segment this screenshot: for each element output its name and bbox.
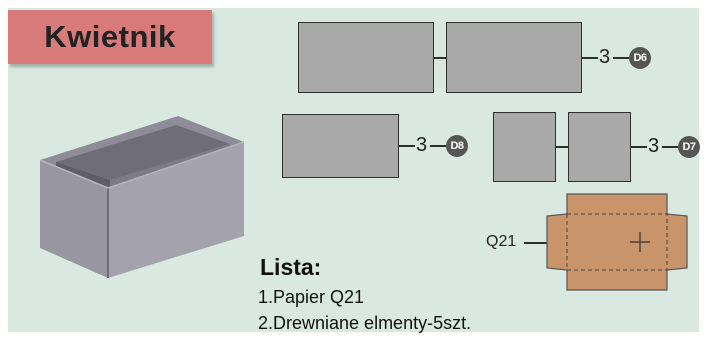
- d8-badge: D8: [446, 135, 468, 157]
- d7-panel-right: [568, 112, 631, 182]
- list-heading: Lista:: [260, 254, 322, 280]
- list-item: 2.Drewniane elmenty-5szt.: [258, 313, 472, 333]
- paper-leader-line: [524, 242, 548, 244]
- d8-leader-line: [399, 145, 415, 147]
- d7-leader-line: [631, 146, 647, 148]
- d7-badge: D7: [678, 136, 700, 158]
- d7-connector: [556, 146, 568, 148]
- d6-panel-right: [446, 22, 582, 93]
- list-item: 1.Papier Q21: [258, 287, 365, 307]
- d6-connector: [434, 57, 446, 59]
- paper-template: [546, 193, 688, 291]
- d7-quantity: 3: [648, 135, 660, 157]
- page-title: Kwietnik: [44, 19, 176, 54]
- planter-illustration: [39, 116, 245, 278]
- d8-panel: [282, 114, 399, 178]
- d8-quantity: 3: [416, 134, 428, 156]
- d7-panel-left: [493, 112, 556, 182]
- d6-badge-line: [613, 57, 629, 59]
- d6-panel-left: [298, 22, 434, 93]
- paper-label: Q21: [486, 233, 517, 250]
- d8-badge-line: [430, 145, 446, 147]
- d6-quantity: 3: [599, 46, 611, 68]
- d7-badge-line: [662, 146, 678, 148]
- title-tab: Kwietnik: [8, 10, 212, 64]
- d6-badge: D6: [629, 47, 651, 69]
- d6-leader-line: [582, 57, 598, 59]
